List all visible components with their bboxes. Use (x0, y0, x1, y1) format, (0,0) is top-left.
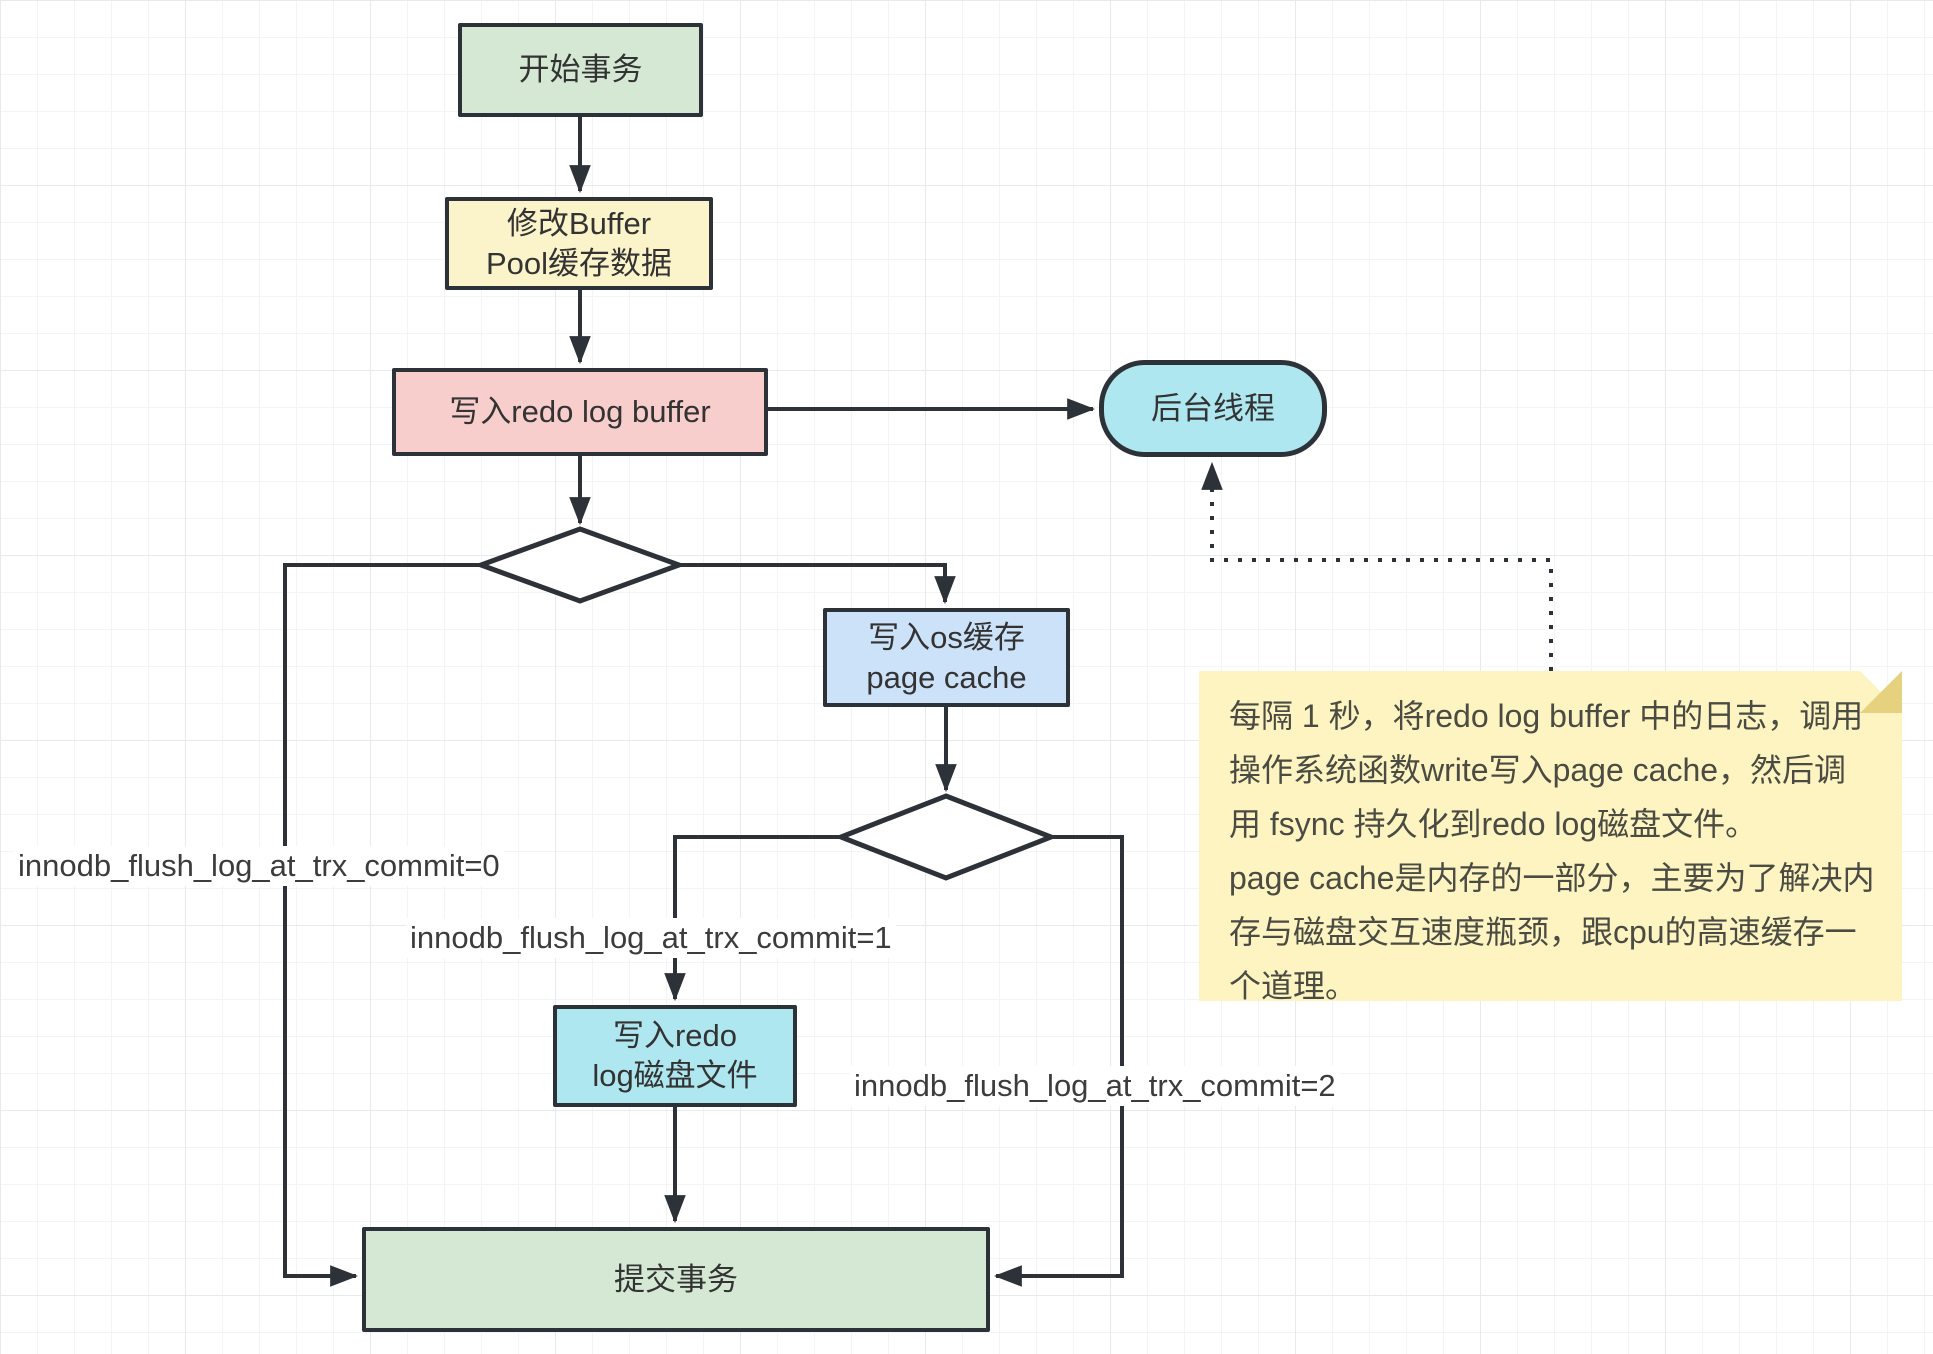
label-trx-commit-1: innodb_flush_log_at_trx_commit=1 (406, 918, 896, 958)
node-write-redo-log-buffer: 写入redo log buffer (392, 368, 768, 456)
node-write-redo-log-disk: 写入redo log磁盘文件 (553, 1005, 797, 1107)
node-modify-buffer-pool: 修改Buffer Pool缓存数据 (445, 197, 713, 290)
label-trx-commit-0: innodb_flush_log_at_trx_commit=0 (14, 846, 504, 886)
edge-decision2-to-commit-right (993, 835, 1124, 1287)
note-paragraph-1: 每隔 1 秒，将redo log buffer 中的日志，调用操作系统函数wri… (1229, 698, 1864, 842)
label-trx-commit-2: innodb_flush_log_at_trx_commit=2 (850, 1066, 1340, 1106)
note-redo-log-flush-explanation: 每隔 1 秒，将redo log buffer 中的日志，调用操作系统函数wri… (1199, 671, 1902, 1001)
note-paragraph-2: page cache是内存的一部分，主要为了解决内存与磁盘交互速度瓶颈，跟cpu… (1229, 860, 1875, 1004)
decision2-diamond (834, 793, 1058, 881)
decision1-diamond (473, 526, 687, 604)
note-fold-corner-icon (1860, 671, 1902, 713)
edge-decision1-to-commit-left (283, 563, 481, 1287)
edge-decision1-to-oscache (679, 563, 956, 605)
node-commit-transaction: 提交事务 (362, 1227, 990, 1332)
node-write-os-page-cache: 写入os缓存 page cache (823, 608, 1070, 707)
edge-note-to-background-thread (1201, 461, 1553, 671)
node-start-transaction: 开始事务 (458, 23, 703, 117)
node-background-thread: 后台线程 (1099, 360, 1327, 457)
